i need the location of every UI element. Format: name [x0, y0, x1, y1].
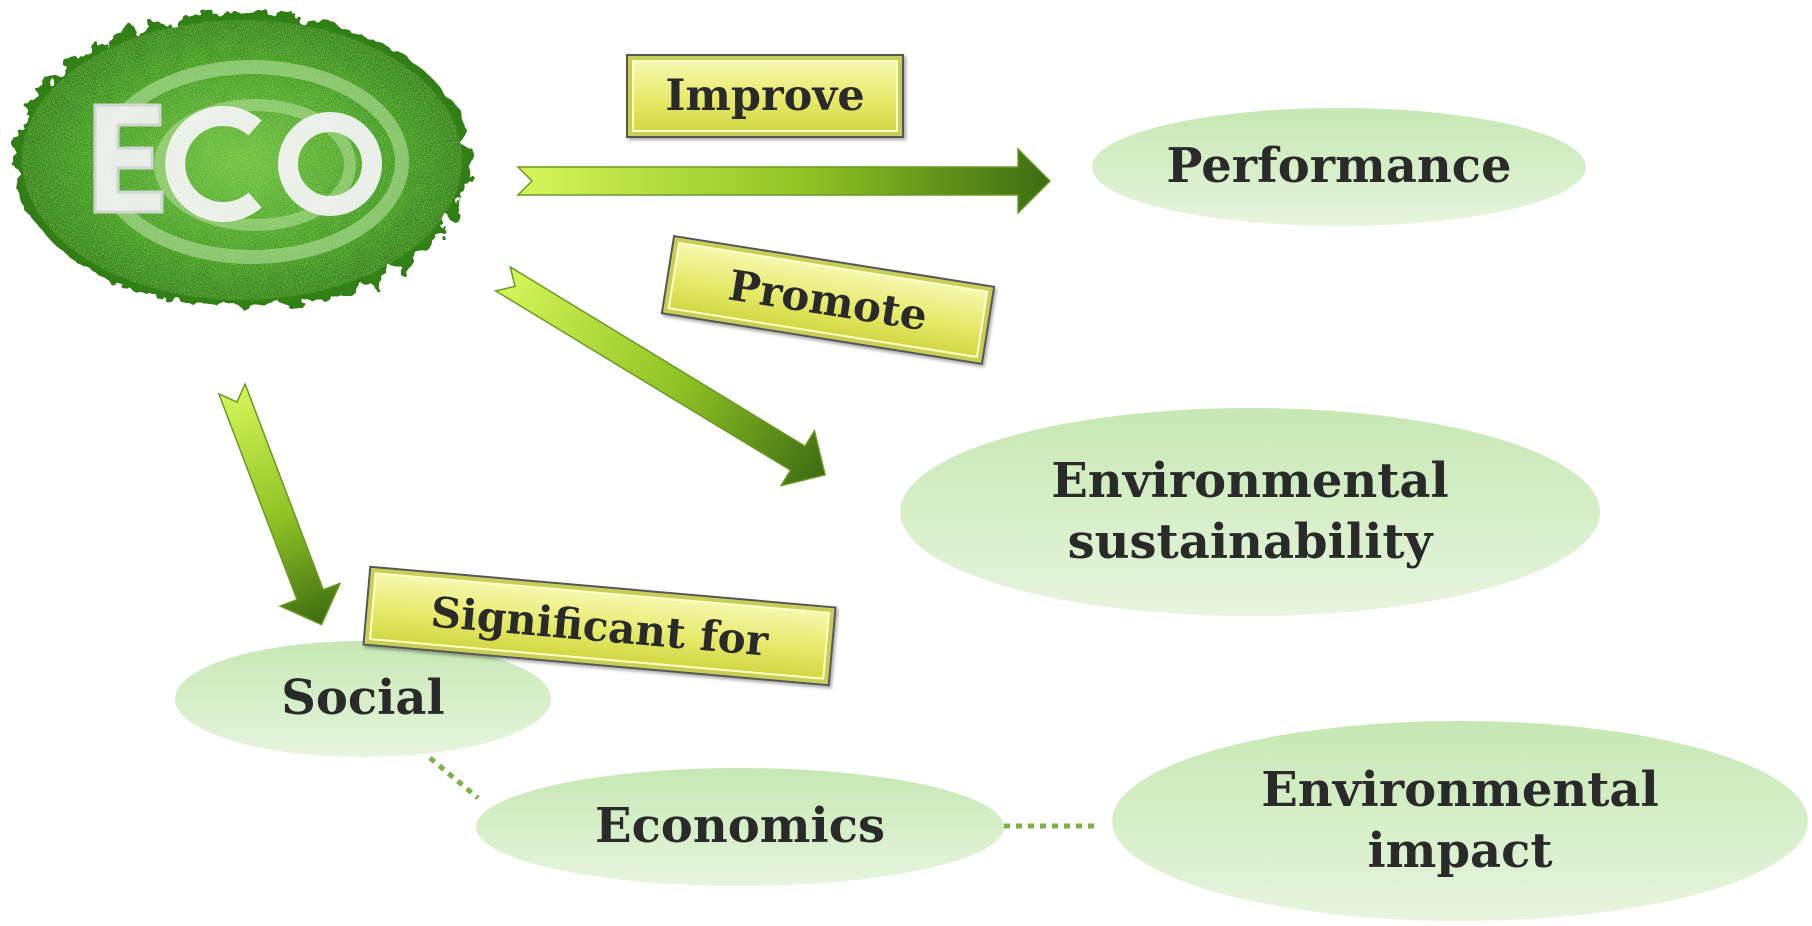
node-economics-label: Economics [594, 798, 885, 855]
node-environmental-sustainability-line1: Environmental [1051, 452, 1449, 509]
node-environmental-sustainability-line2: sustainability [1067, 514, 1433, 570]
node-environmental-impact-line1: Environmental [1261, 761, 1659, 818]
label-improve-text: Improve [665, 71, 865, 121]
node-economics: Economics [476, 768, 1004, 886]
label-improve: Improve [626, 54, 904, 138]
node-environmental-impact-line2: impact [1367, 823, 1553, 879]
label-significant-for-text: Significant for [428, 586, 771, 666]
dotted-line-social-economics [428, 756, 480, 800]
node-performance: Performance [1092, 108, 1586, 226]
arrow-to-performance [516, 147, 1052, 215]
node-performance-label: Performance [1166, 138, 1512, 195]
node-social-label: Social [281, 670, 445, 727]
node-environmental-sustainability: Environmental sustainability [900, 408, 1600, 616]
eco-leaf-logo-icon [14, 12, 470, 308]
node-environmental-impact: Environmental impact [1112, 721, 1808, 921]
node-social: Social [175, 641, 551, 757]
arrow-to-social [217, 382, 342, 626]
label-promote-text: Promote [725, 260, 931, 340]
arrow-to-environmental-sustainability [493, 265, 827, 487]
